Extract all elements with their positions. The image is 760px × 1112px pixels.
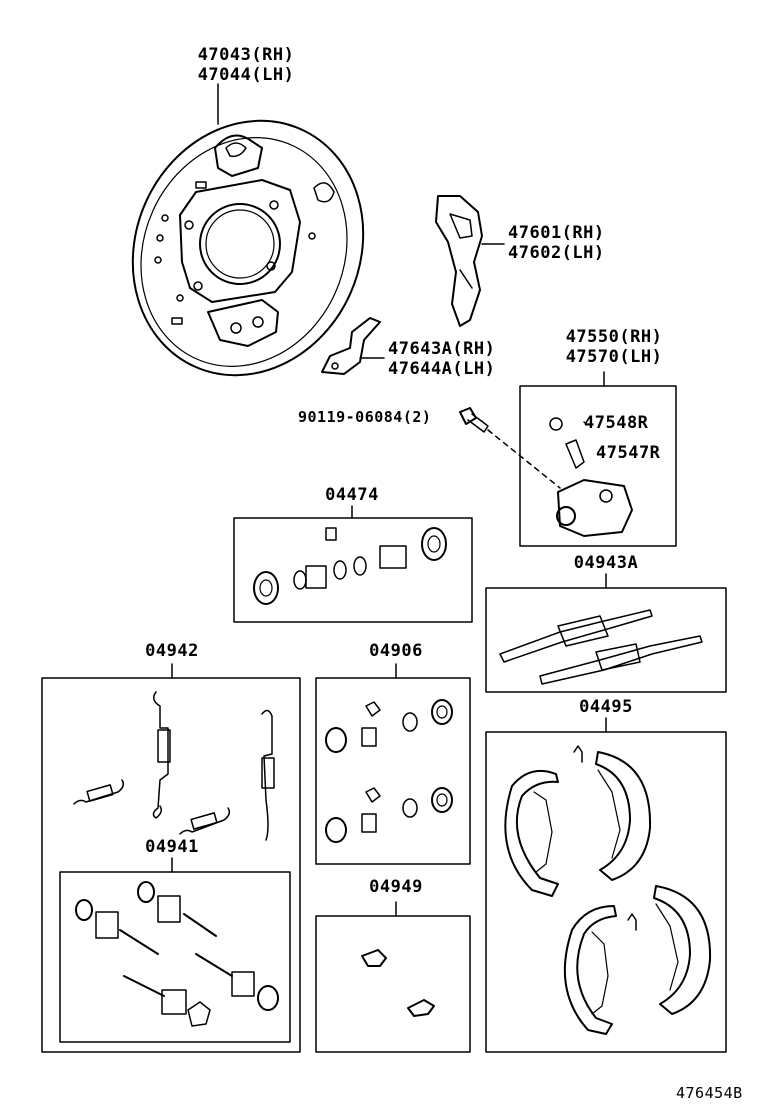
wheel-cylinder-rh-label[interactable]: 47550(RH) <box>565 327 663 347</box>
kit-04949-label[interactable]: 04949 <box>369 877 423 897</box>
bolt-label[interactable]: 90119-06084(2) <box>298 408 432 426</box>
bleeder-cap-label[interactable]: 47548R <box>584 413 649 433</box>
shoe-bracket[interactable] <box>435 195 505 327</box>
wheel-cylinder-lh-label[interactable]: 47570(LH) <box>565 347 663 367</box>
mounting-bolt[interactable] <box>459 407 561 489</box>
bracket-lh-label[interactable]: 47602(LH) <box>508 243 605 263</box>
wheel-cylinder-group[interactable] <box>519 371 677 547</box>
hold-down-kit-04941[interactable] <box>59 857 291 1043</box>
spring-kit-04942[interactable] <box>41 663 301 1053</box>
kit-04949[interactable] <box>315 901 471 1053</box>
cup-kit-04906[interactable] <box>315 663 471 865</box>
kit-04495-label[interactable]: 04495 <box>579 697 633 717</box>
bracket-rh-label[interactable]: 47601(RH) <box>508 223 605 243</box>
bleeder-plug-label[interactable]: 47547R <box>596 443 661 463</box>
kit-04474-label[interactable]: 04474 <box>325 485 379 505</box>
diagram-code: 476454B <box>676 1084 743 1102</box>
backing-plate-lh-label[interactable]: 47044(LH) <box>197 65 295 85</box>
adjuster-kit-04943a[interactable] <box>485 573 727 693</box>
kit-04943a-label[interactable]: 04943A <box>573 553 639 573</box>
kit-04941-label[interactable]: 04941 <box>145 837 199 857</box>
brake-shoe-kit-04495[interactable] <box>485 717 727 1053</box>
adjusting-lever[interactable] <box>321 317 385 375</box>
kit-04942-label[interactable]: 04942 <box>145 641 199 661</box>
cylinder-kit-04474[interactable] <box>233 505 473 623</box>
backing-plate-rh-label[interactable]: 47043(RH) <box>197 45 295 65</box>
lever-lh-label[interactable]: 47644A(LH) <box>388 359 496 379</box>
backing-plate[interactable] <box>93 83 403 413</box>
kit-04906-label[interactable]: 04906 <box>369 641 423 661</box>
lever-rh-label[interactable]: 47643A(RH) <box>388 339 496 359</box>
